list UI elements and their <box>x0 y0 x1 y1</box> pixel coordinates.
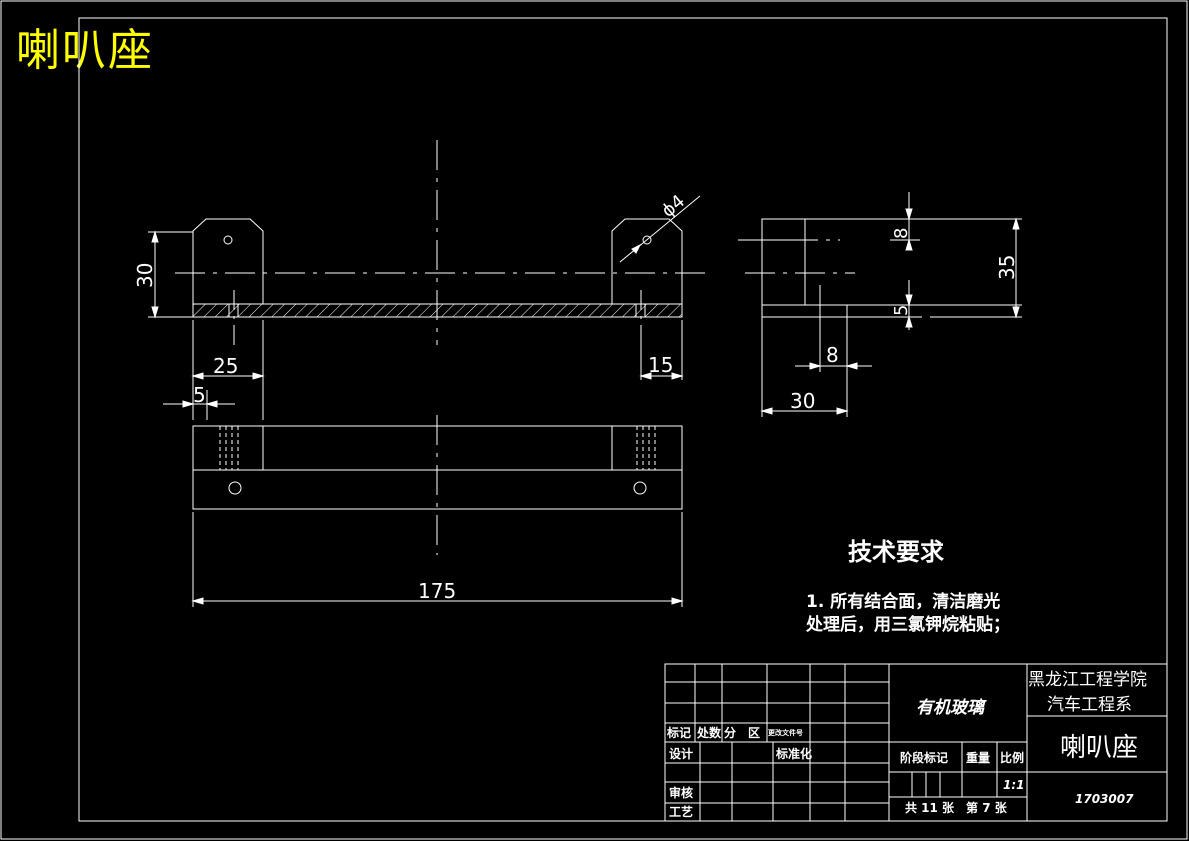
notes-heading: 技术要求 <box>848 538 944 566</box>
rev-doc-label: 更改文件号 <box>768 728 803 737</box>
process-label: 工艺 <box>669 804 693 819</box>
right-ear <box>611 218 683 304</box>
right-ear-top <box>611 425 683 471</box>
side-upright <box>761 218 806 306</box>
sheet-title: 喇叭座 <box>16 25 154 76</box>
top-right-hole <box>633 481 647 495</box>
side-dim-5-label: 5 <box>891 305 912 316</box>
side-dim-30-label: 30 <box>790 389 815 413</box>
side-dim-8-top-label: 8 <box>891 228 912 239</box>
dim-phi4-label: ϕ4 <box>658 191 689 222</box>
sheet-count: 共 11 张 第 7 张 <box>905 800 1008 815</box>
school-name: 黑龙江工程学院 <box>1028 670 1147 690</box>
top-view <box>191 415 684 607</box>
left-ear <box>192 218 264 304</box>
left-ear-top <box>192 425 264 471</box>
weight-label: 重量 <box>966 750 990 765</box>
part-name: 喇叭座 <box>1060 733 1138 763</box>
dim-5-label: 5 <box>193 383 206 407</box>
dim-15-label: 15 <box>648 353 673 377</box>
rev-zone-label: 分 区 <box>724 725 760 740</box>
scale-value: 1:1 <box>1003 778 1025 792</box>
sheet-frame <box>78 17 1168 822</box>
top-left-hole <box>228 481 242 495</box>
left-hole <box>223 235 233 245</box>
title-block <box>664 663 1168 822</box>
standardize-label: 标准化 <box>775 746 812 761</box>
rev-qty-label: 处数 <box>696 725 722 740</box>
department-name: 汽车工程系 <box>1047 695 1132 715</box>
design-label: 设计 <box>669 746 693 761</box>
side-dim-8-bottom-label: 8 <box>826 343 839 367</box>
dim-175-label: 175 <box>418 579 456 603</box>
rev-mark-label: 标记 <box>666 725 691 740</box>
review-label: 审核 <box>669 785 693 800</box>
scale-label: 比例 <box>1000 750 1024 765</box>
material-label: 有机玻璃 <box>916 698 987 718</box>
dim-30-label: 30 <box>133 263 157 288</box>
right-hole <box>642 235 652 245</box>
dim-25-label: 25 <box>213 354 238 378</box>
side-dim-35-label: 35 <box>995 255 1019 280</box>
notes-line-2: 处理后，用三氯钾烷粘贴； <box>805 614 1010 635</box>
stage-mark-label: 阶段标记 <box>900 750 948 765</box>
drawing-number: 1703007 <box>1075 792 1134 806</box>
side-base <box>761 304 848 318</box>
front-view <box>148 140 705 420</box>
notes-line-1: 1. 所有结合面，清洁磨光 <box>806 591 1000 612</box>
side-view <box>738 192 1022 417</box>
